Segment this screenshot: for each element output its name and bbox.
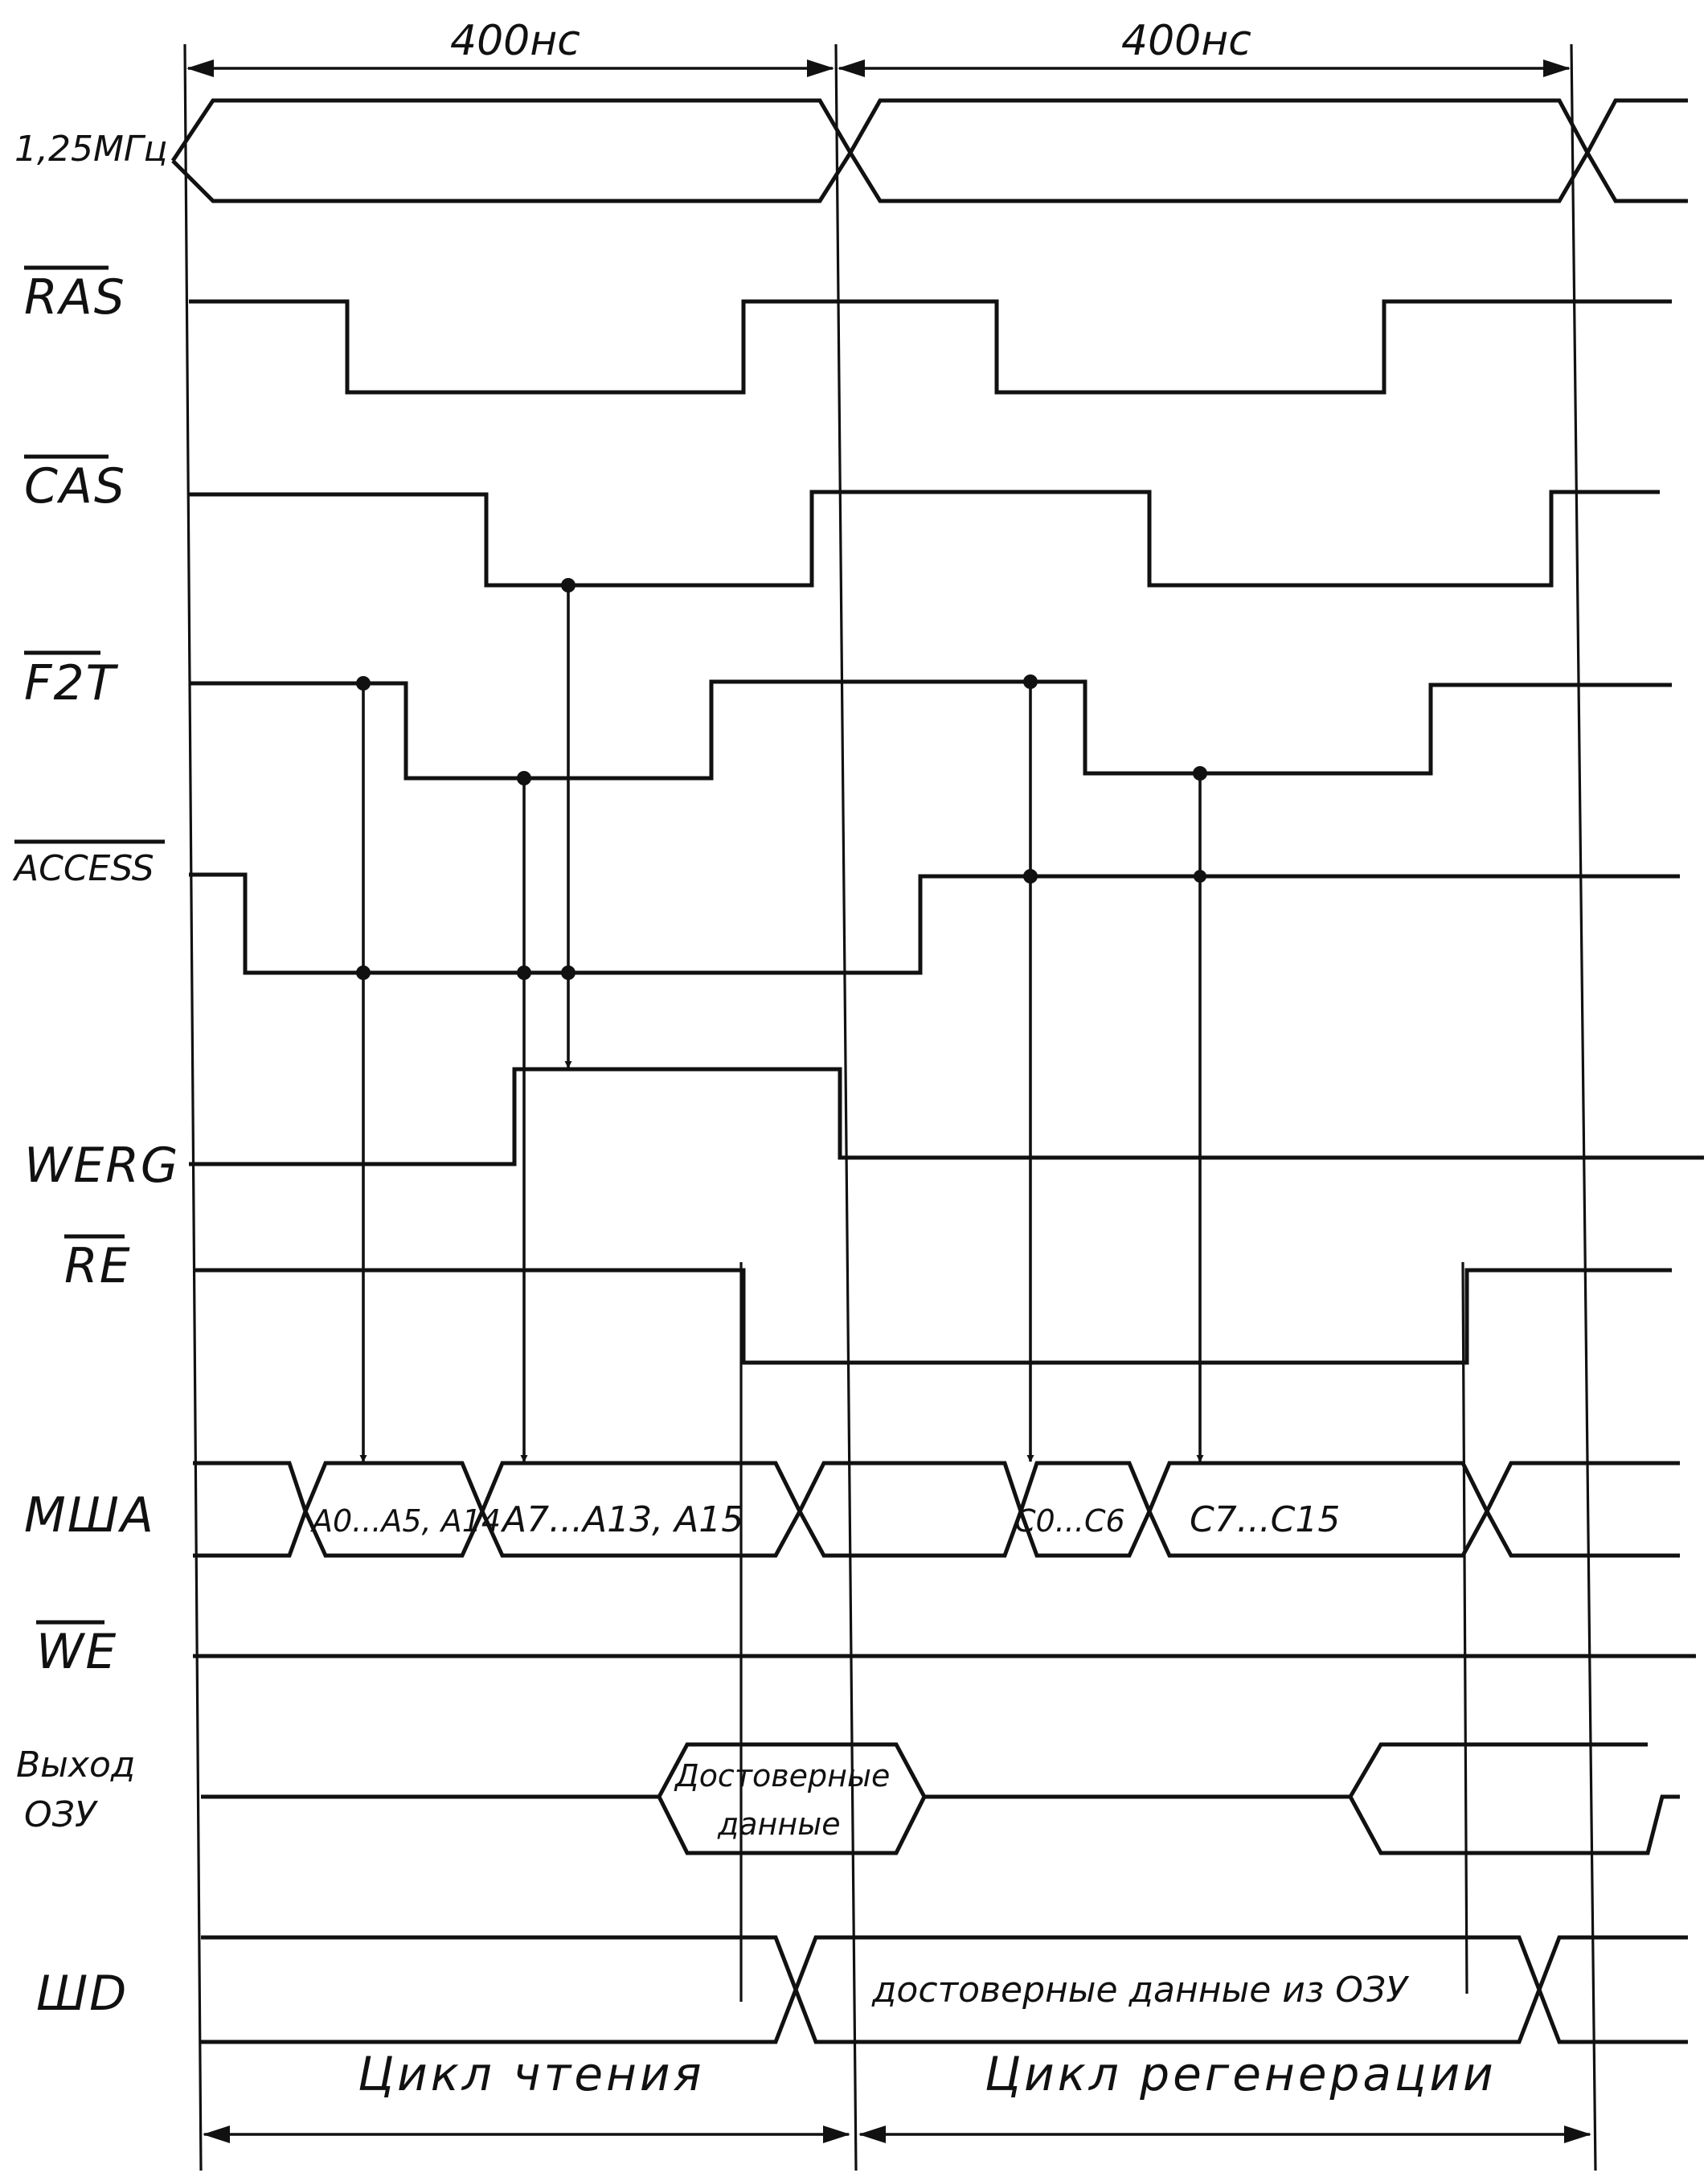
duration-markers: 400нс 400нс (186, 17, 1571, 77)
boundary-line-right (1570, 43, 1597, 2171)
cycle-label-read: Цикл чтения (358, 2047, 705, 2101)
signal-label-ram-out-line1: Выход (16, 1744, 135, 1785)
shd-bus: достоверные данные из ОЗУ (201, 1935, 1688, 2044)
signal-label-ram-out-line2: ОЗУ (24, 1794, 99, 1835)
msha-label-a7-a13: А7...А13, А15 (500, 1499, 743, 1540)
junction-dot (356, 676, 371, 691)
junction-dot (517, 965, 531, 980)
ram-output-bus: Достоверные данные (201, 1742, 1680, 1855)
junction-dot (517, 771, 531, 785)
msha-label-a0-a5: А0...А5, А14 (309, 1503, 501, 1539)
signal-label-msha: МША (24, 1487, 155, 1544)
signal-label-f2t: F2T (24, 655, 119, 711)
ras-waveform (189, 299, 1672, 395)
duration-label-second: 400нс (1121, 17, 1251, 65)
signal-label-clock: 1,25МГц (14, 129, 167, 170)
ram-out-label-line1: Достоверные (674, 1758, 890, 1794)
signal-label-we: WE (36, 1624, 117, 1680)
junction-dot (1194, 870, 1206, 883)
msha-label-c0-c6: С0...С6 (1014, 1503, 1125, 1539)
signal-label-shd: ШD (36, 1966, 128, 2022)
shd-label: достоверные данные из ОЗУ (871, 1970, 1410, 2011)
cycle-label-refresh: Цикл регенерации (985, 2047, 1497, 2101)
causality-arrows (356, 578, 1207, 1462)
clock-top (170, 98, 1688, 162)
signal-label-access: ACCESS (12, 848, 154, 889)
msha-bus: А0...А5, А14 А7...А13, А15 С0...С6 С7...… (193, 1461, 1680, 1558)
signal-label-re: RE (64, 1238, 132, 1294)
ram-out-label-line2: данные (717, 1806, 841, 1842)
junction-dot (1023, 674, 1038, 689)
signal-label-werg: WERG (24, 1138, 179, 1194)
junction-dot (1193, 766, 1207, 781)
clock-waveform (170, 98, 1688, 203)
duration-label-first: 400нс (450, 17, 580, 65)
signal-label-cas: CAS (24, 458, 126, 515)
junction-dot (561, 965, 575, 980)
clock-bottom (171, 149, 1688, 203)
re-marker-line-refresh (1461, 1261, 1468, 1994)
signal-labels: 1,25МГц RAS CAS F2T ACCESS WERG RE МША W… (12, 129, 179, 2022)
cycle-boundaries (183, 43, 1597, 2171)
signal-label-ras: RAS (24, 269, 126, 326)
werg-waveform (189, 1067, 1704, 1166)
cycle-annotations: Цикл чтения Цикл регенерации (203, 2047, 1591, 2143)
f2t-waveform (189, 679, 1672, 781)
junction-dot (561, 578, 575, 592)
cas-waveform (189, 490, 1660, 588)
junction-dot (1023, 869, 1038, 883)
msha-bottom (193, 1505, 1680, 1558)
shd-top (201, 1935, 1688, 1995)
access-waveform (189, 872, 1680, 975)
msha-label-c7-c15: С7...С15 (1190, 1499, 1340, 1540)
ram-out-valid-refresh (1348, 1742, 1680, 1855)
shd-bottom (201, 1984, 1688, 2044)
junction-dot (356, 965, 371, 980)
boundary-line-left (183, 43, 203, 2171)
msha-top (193, 1461, 1680, 1518)
boundary-line-middle (834, 43, 858, 2171)
re-waveform (193, 1268, 1672, 1365)
